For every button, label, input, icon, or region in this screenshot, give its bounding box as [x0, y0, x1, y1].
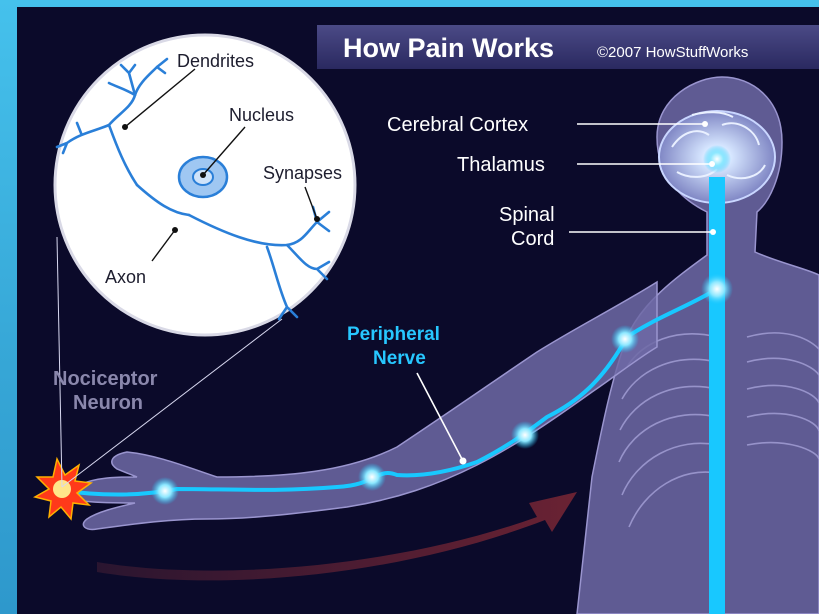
pain-burst	[35, 459, 91, 519]
impulse-spark-5	[701, 273, 733, 305]
nociceptor-label-line1: Nociceptor	[53, 368, 158, 390]
impulse-spark-2	[358, 463, 386, 491]
peripheral-nerve-label-line1: Peripheral	[347, 324, 440, 345]
synapses-label: Synapses	[263, 163, 342, 183]
spinal-cord-label-line1: Spinal	[499, 204, 555, 226]
diagram-panel: Dendrites Nucleus Synapses Axon How Pain…	[17, 7, 819, 614]
cerebral-cortex-label: Cerebral Cortex	[387, 114, 528, 136]
spinal-cord-label-line2: Cord	[511, 228, 554, 250]
impulse-spark-1	[151, 477, 179, 505]
impulse-spark-3	[511, 421, 539, 449]
diagram-title: How Pain Works	[343, 33, 554, 63]
axon-label: Axon	[105, 267, 146, 287]
spinal-cord	[709, 177, 725, 614]
impulse-spark-4	[611, 325, 639, 353]
nociceptor-label-line2: Neuron	[73, 392, 143, 414]
nucleus-label: Nucleus	[229, 105, 294, 125]
peripheral-nerve-label-line2: Nerve	[373, 348, 426, 369]
inset-connector-1	[57, 237, 62, 487]
copyright-text: ©2007 HowStuffWorks	[597, 44, 748, 61]
dendrites-label: Dendrites	[177, 51, 254, 71]
thalamus-label: Thalamus	[457, 154, 545, 176]
pain-diagram: Dendrites Nucleus Synapses Axon How Pain…	[17, 7, 819, 614]
neuron-inset: Dendrites Nucleus Synapses Axon	[55, 35, 355, 335]
